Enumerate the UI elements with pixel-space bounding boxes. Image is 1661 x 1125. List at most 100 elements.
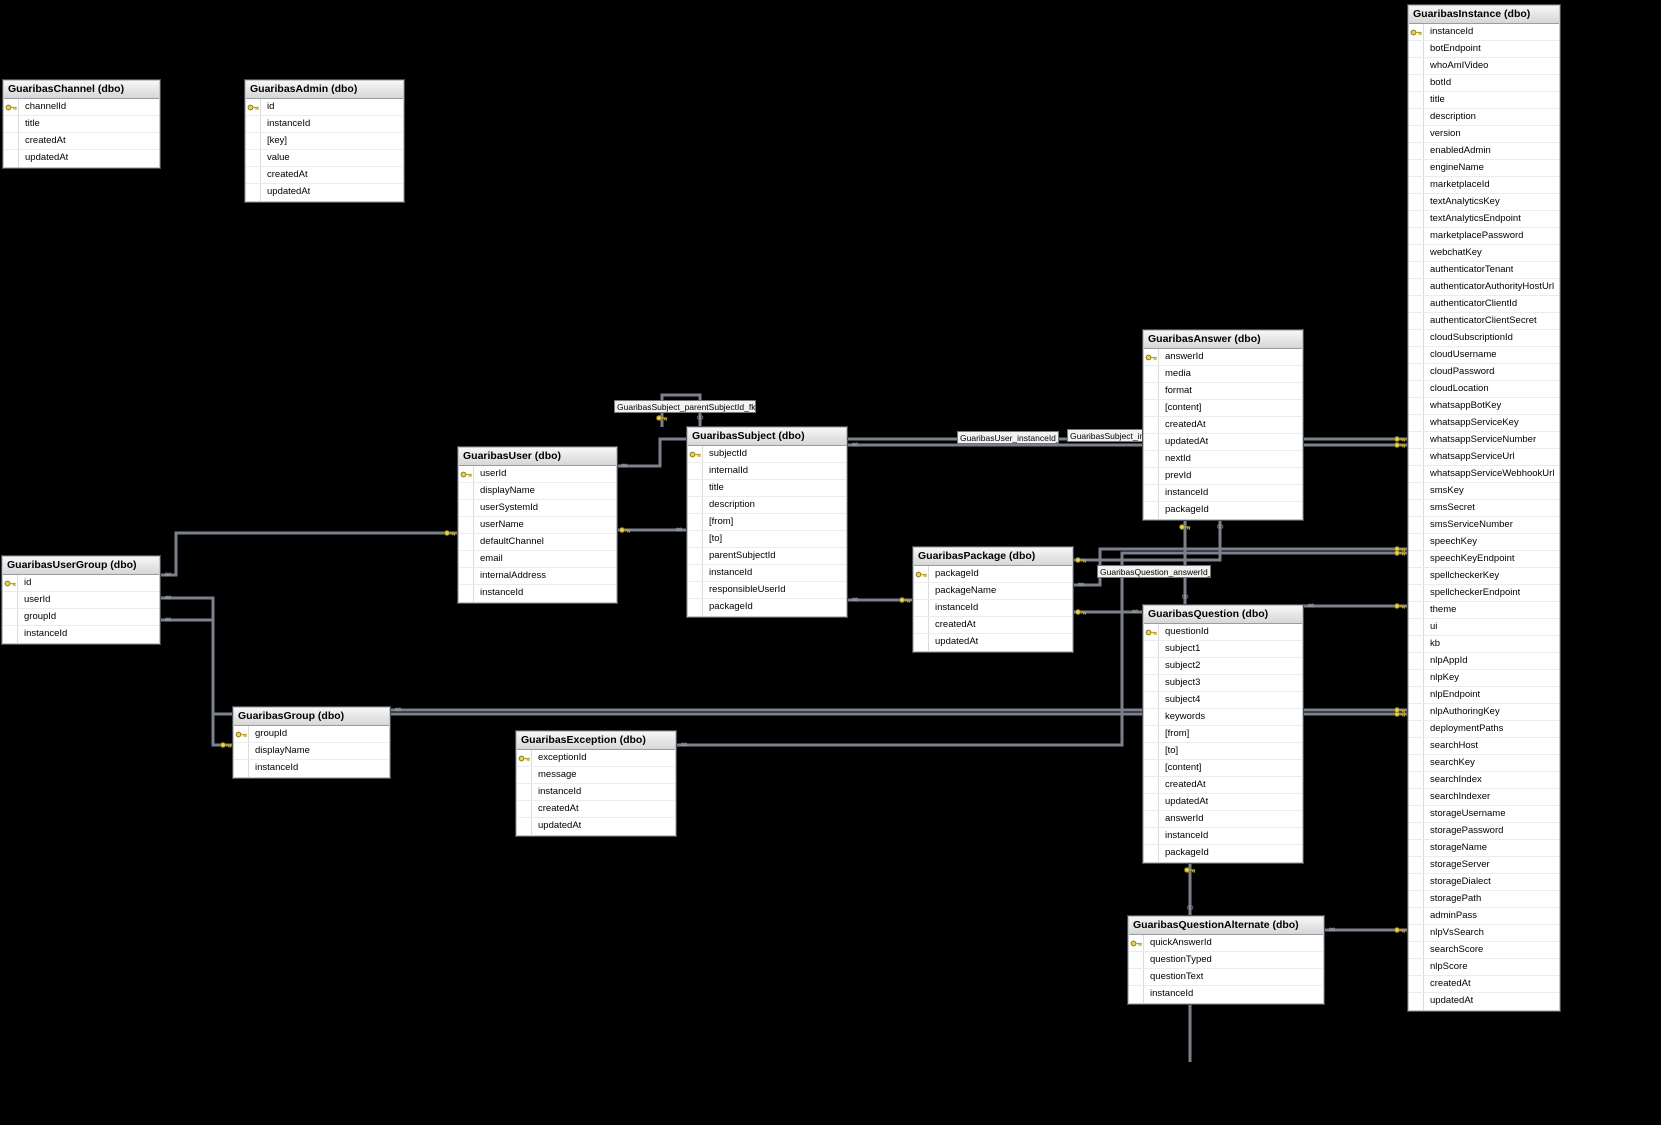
column-row[interactable]: storageName [1409,840,1559,857]
column-row[interactable]: storagePassword [1409,823,1559,840]
column-row[interactable]: authenticatorAuthorityHostUrl [1409,279,1559,296]
column-row[interactable]: updatedAt [4,150,159,167]
column-row[interactable]: searchIndex [1409,772,1559,789]
column-row[interactable]: whatsappServiceKey [1409,415,1559,432]
column-row[interactable]: message [517,767,675,784]
column-row[interactable]: prevId [1144,468,1302,485]
column-row[interactable]: botEndpoint [1409,41,1559,58]
column-row[interactable]: [key] [246,133,403,150]
table-title[interactable]: GuaribasUserGroup (dbo) [3,557,159,575]
column-row[interactable]: quickAnswerId [1129,935,1323,952]
column-row[interactable]: searchScore [1409,942,1559,959]
table-title[interactable]: GuaribasException (dbo) [517,732,675,750]
column-row[interactable]: smsKey [1409,483,1559,500]
column-row[interactable]: createdAt [1144,417,1302,434]
column-row[interactable]: kb [1409,636,1559,653]
column-row[interactable]: createdAt [914,617,1072,634]
column-row[interactable]: marketplaceId [1409,177,1559,194]
column-row[interactable]: whatsappServiceNumber [1409,432,1559,449]
column-row[interactable]: packageId [688,599,846,616]
column-row[interactable]: searchIndexer [1409,789,1559,806]
column-row[interactable]: textAnalyticsKey [1409,194,1559,211]
column-row[interactable]: [from] [1144,726,1302,743]
table-title[interactable]: GuaribasPackage (dbo) [914,548,1072,566]
column-row[interactable]: description [688,497,846,514]
column-row[interactable]: nextId [1144,451,1302,468]
relationship-line[interactable] [676,551,1408,747]
column-row[interactable]: textAnalyticsEndpoint [1409,211,1559,228]
column-row[interactable]: updatedAt [1409,993,1559,1010]
column-row[interactable]: description [1409,109,1559,126]
table-title[interactable]: GuaribasUser (dbo) [459,448,616,466]
column-row[interactable]: exceptionId [517,750,675,767]
column-row[interactable]: title [1409,92,1559,109]
column-row[interactable]: internalAddress [459,568,616,585]
column-row[interactable]: storageServer [1409,857,1559,874]
column-row[interactable]: questionTyped [1129,952,1323,969]
column-row[interactable]: [to] [688,531,846,548]
table-title[interactable]: GuaribasInstance (dbo) [1409,6,1559,24]
column-row[interactable]: engineName [1409,160,1559,177]
column-row[interactable]: responsibleUserId [688,582,846,599]
column-row[interactable]: questionText [1129,969,1323,986]
column-row[interactable]: instanceId [517,784,675,801]
column-row[interactable]: storagePath [1409,891,1559,908]
column-row[interactable]: packageId [914,566,1072,583]
column-row[interactable]: nlpEndpoint [1409,687,1559,704]
column-row[interactable]: marketplacePassword [1409,228,1559,245]
column-row[interactable]: nlpAppId [1409,653,1559,670]
column-row[interactable]: subject3 [1144,675,1302,692]
column-row[interactable]: authenticatorClientId [1409,296,1559,313]
column-row[interactable]: instanceId [1129,986,1323,1003]
table-title[interactable]: GuaribasSubject (dbo) [688,428,846,446]
column-row[interactable]: keywords [1144,709,1302,726]
relationship-line[interactable] [160,531,458,577]
column-row[interactable]: instanceId [914,600,1072,617]
table-title[interactable]: GuaribasChannel (dbo) [4,81,159,99]
column-row[interactable]: smsServiceNumber [1409,517,1559,534]
table-title[interactable]: GuaribasAnswer (dbo) [1144,331,1302,349]
column-row[interactable]: email [459,551,616,568]
column-row[interactable]: authenticatorClientSecret [1409,313,1559,330]
column-row[interactable]: updatedAt [914,634,1072,651]
column-row[interactable]: spellcheckerKey [1409,568,1559,585]
column-row[interactable]: cloudUsername [1409,347,1559,364]
column-row[interactable]: whatsappBotKey [1409,398,1559,415]
column-row[interactable]: title [688,480,846,497]
column-row[interactable]: whatsappServiceWebhookUrl [1409,466,1559,483]
column-row[interactable]: cloudSubscriptionId [1409,330,1559,347]
column-row[interactable]: speechKey [1409,534,1559,551]
column-row[interactable]: id [246,99,403,116]
column-row[interactable]: cloudLocation [1409,381,1559,398]
column-row[interactable]: storageDialect [1409,874,1559,891]
column-row[interactable]: defaultChannel [459,534,616,551]
column-row[interactable]: userId [459,466,616,483]
column-row[interactable]: smsSecret [1409,500,1559,517]
column-row[interactable]: media [1144,366,1302,383]
column-row[interactable]: internalId [688,463,846,480]
column-row[interactable]: [content] [1144,760,1302,777]
column-row[interactable]: theme [1409,602,1559,619]
column-row[interactable]: id [3,575,159,592]
column-row[interactable]: title [4,116,159,133]
column-row[interactable]: displayName [459,483,616,500]
column-row[interactable]: packageId [1144,845,1302,862]
column-row[interactable]: packageId [1144,502,1302,519]
column-row[interactable]: createdAt [517,801,675,818]
column-row[interactable]: whoAmIVideo [1409,58,1559,75]
column-row[interactable]: userSystemId [459,500,616,517]
column-row[interactable]: whatsappServiceUrl [1409,449,1559,466]
column-row[interactable]: channelId [4,99,159,116]
column-row[interactable]: subject1 [1144,641,1302,658]
column-row[interactable]: answerId [1144,811,1302,828]
